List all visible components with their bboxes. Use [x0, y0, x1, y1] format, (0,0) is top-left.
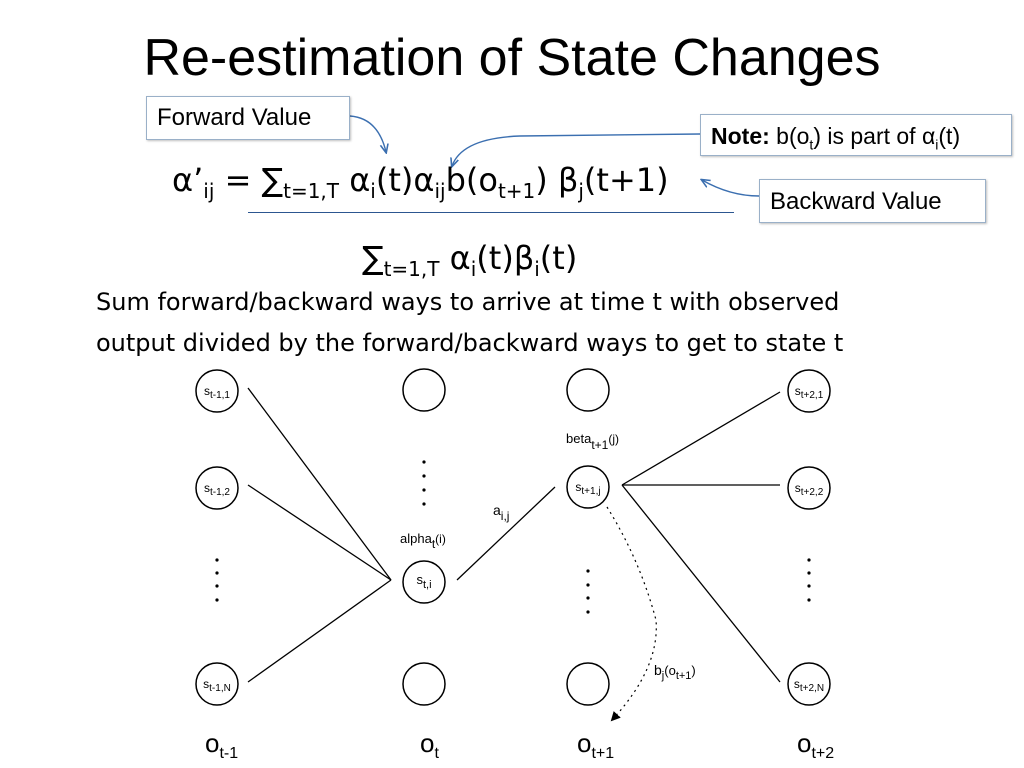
note-arrow	[452, 133, 701, 166]
node-s-t2-2	[787, 466, 831, 510]
node-s-t2-N	[787, 662, 831, 706]
node-empty-t1-top	[566, 368, 610, 412]
note-callout: Note: b(ot) is part of αi(t)	[700, 114, 1012, 156]
transition-label: ai,j	[493, 502, 509, 523]
note-bold-label: Note:	[711, 123, 770, 149]
observation-o-t-1: ot-1	[205, 728, 238, 762]
forward-arrow	[349, 115, 386, 152]
edge-s-t1-j-to-s-t2-N	[621, 484, 781, 683]
edge-s-t-1-1-to-s-t-i	[247, 387, 392, 581]
node-s-t-1-N	[195, 662, 239, 706]
label-s-t-1-N: st-1,N	[203, 677, 231, 694]
label-s-t2-1: st+2,1	[795, 384, 824, 401]
alpha-label: alphat(i)	[400, 531, 446, 551]
edge-s-t-i-to-s-t1-j	[456, 486, 556, 581]
node-s-t-i	[402, 560, 446, 604]
node-s-t-1-1	[195, 369, 239, 413]
label-s-t2-N: st+2,N	[794, 677, 824, 694]
backward-arrow	[702, 180, 760, 197]
backward-value-callout: Backward Value	[759, 179, 986, 223]
slide-title: Re-estimation of State Changes	[143, 29, 881, 87]
node-empty-t-top	[402, 368, 446, 412]
edge-s-t-1-N-to-s-t-i	[247, 579, 392, 683]
label-s-t2-2: st+2,2	[795, 481, 824, 498]
formula-numerator: α’ij = ∑t=1,T αi(t)αijb(ot+1) βj(t+1)	[172, 161, 669, 203]
node-s-t2-1	[787, 369, 831, 413]
description-text: Sum forward/backward ways to arrive at t…	[96, 282, 996, 364]
vertical-ellipsis	[215, 460, 811, 614]
beta-label: betat+1(j)	[566, 431, 619, 452]
description-line-2: output divided by the forward/backward w…	[96, 329, 844, 357]
emission-arrow	[606, 506, 657, 722]
node-empty-t-bottom	[402, 662, 446, 706]
node-s-t1-j	[566, 465, 610, 509]
label-s-t1-j: st+1,j	[575, 480, 600, 497]
node-s-t-1-2	[195, 466, 239, 510]
description-line-1: Sum forward/backward ways to arrive at t…	[96, 288, 840, 316]
label-s-t-1-2: st-1,2	[204, 481, 230, 498]
label-s-t-1-1: st-1,1	[204, 384, 230, 401]
observation-o-t: ot	[420, 728, 439, 762]
formula-denominator: ∑t=1,T αi(t)βi(t)	[362, 239, 578, 281]
emission-label: bj(ot+1)	[654, 662, 696, 682]
label-s-t-i: st,i	[416, 572, 431, 591]
forward-value-callout: Forward Value	[146, 96, 350, 140]
observation-o-t1: ot+1	[577, 728, 614, 762]
observation-o-t2: ot+2	[797, 728, 834, 762]
fraction-bar	[248, 212, 734, 213]
edge-s-t1-j-to-s-t2-1	[621, 391, 781, 486]
edge-s-t-1-2-to-s-t-i	[247, 484, 392, 581]
node-empty-t1-bottom	[566, 662, 610, 706]
